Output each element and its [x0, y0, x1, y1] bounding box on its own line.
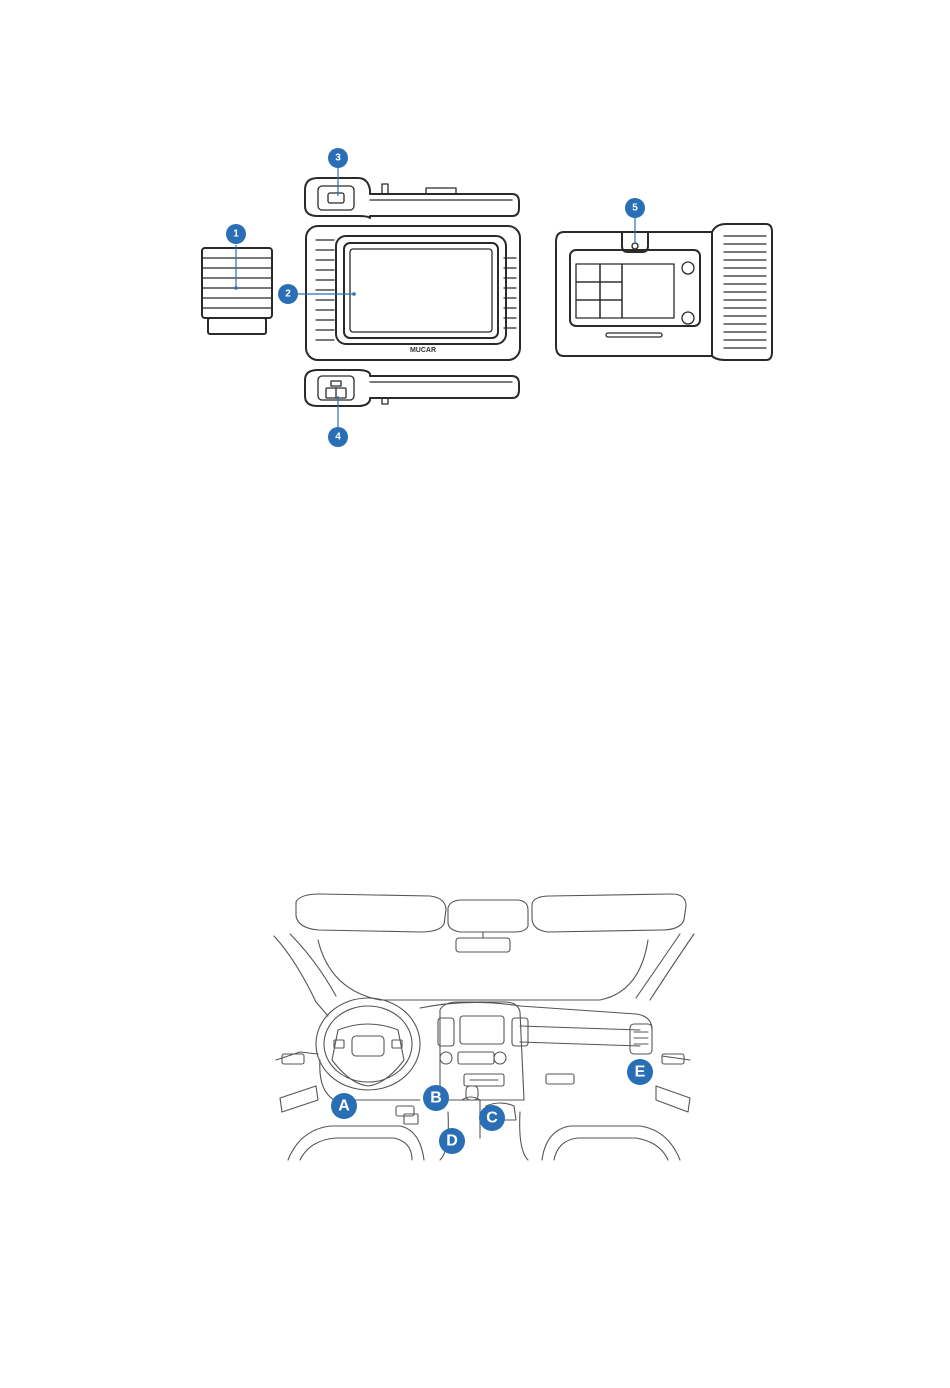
callout-e: E: [627, 1059, 653, 1085]
callout-b-label: B: [430, 1090, 442, 1107]
callout-1-label: 1: [233, 229, 239, 240]
device-front-view: MUCAR: [296, 226, 520, 360]
callout-2-label: 2: [285, 289, 291, 300]
callout-b: B: [423, 1085, 449, 1111]
callout-d: D: [439, 1128, 465, 1154]
callout-4: 4: [328, 427, 348, 447]
callout-c: C: [479, 1105, 505, 1131]
device-back-view: [556, 216, 772, 360]
callout-a: A: [331, 1093, 357, 1119]
device-top-view: [305, 166, 519, 218]
callout-4-label: 4: [335, 432, 341, 443]
callout-c-label: C: [486, 1110, 498, 1127]
vehicle-interior-diagram: A B C D E: [0, 880, 950, 1180]
obd-connector-drawing: [202, 245, 272, 334]
callout-5: 5: [625, 198, 645, 218]
callout-2: 2: [278, 284, 298, 304]
callout-a-label: A: [338, 1098, 350, 1115]
callout-e-label: E: [635, 1064, 646, 1081]
callout-d-label: D: [446, 1133, 458, 1150]
callout-3: 3: [328, 148, 348, 168]
brand-label: MUCAR: [410, 347, 436, 354]
callout-1: 1: [226, 224, 246, 244]
callout-3-label: 3: [335, 153, 341, 164]
device-diagram: MUCAR 1: [0, 0, 950, 470]
device-bottom-view: [305, 370, 519, 430]
callout-5-label: 5: [632, 203, 638, 214]
